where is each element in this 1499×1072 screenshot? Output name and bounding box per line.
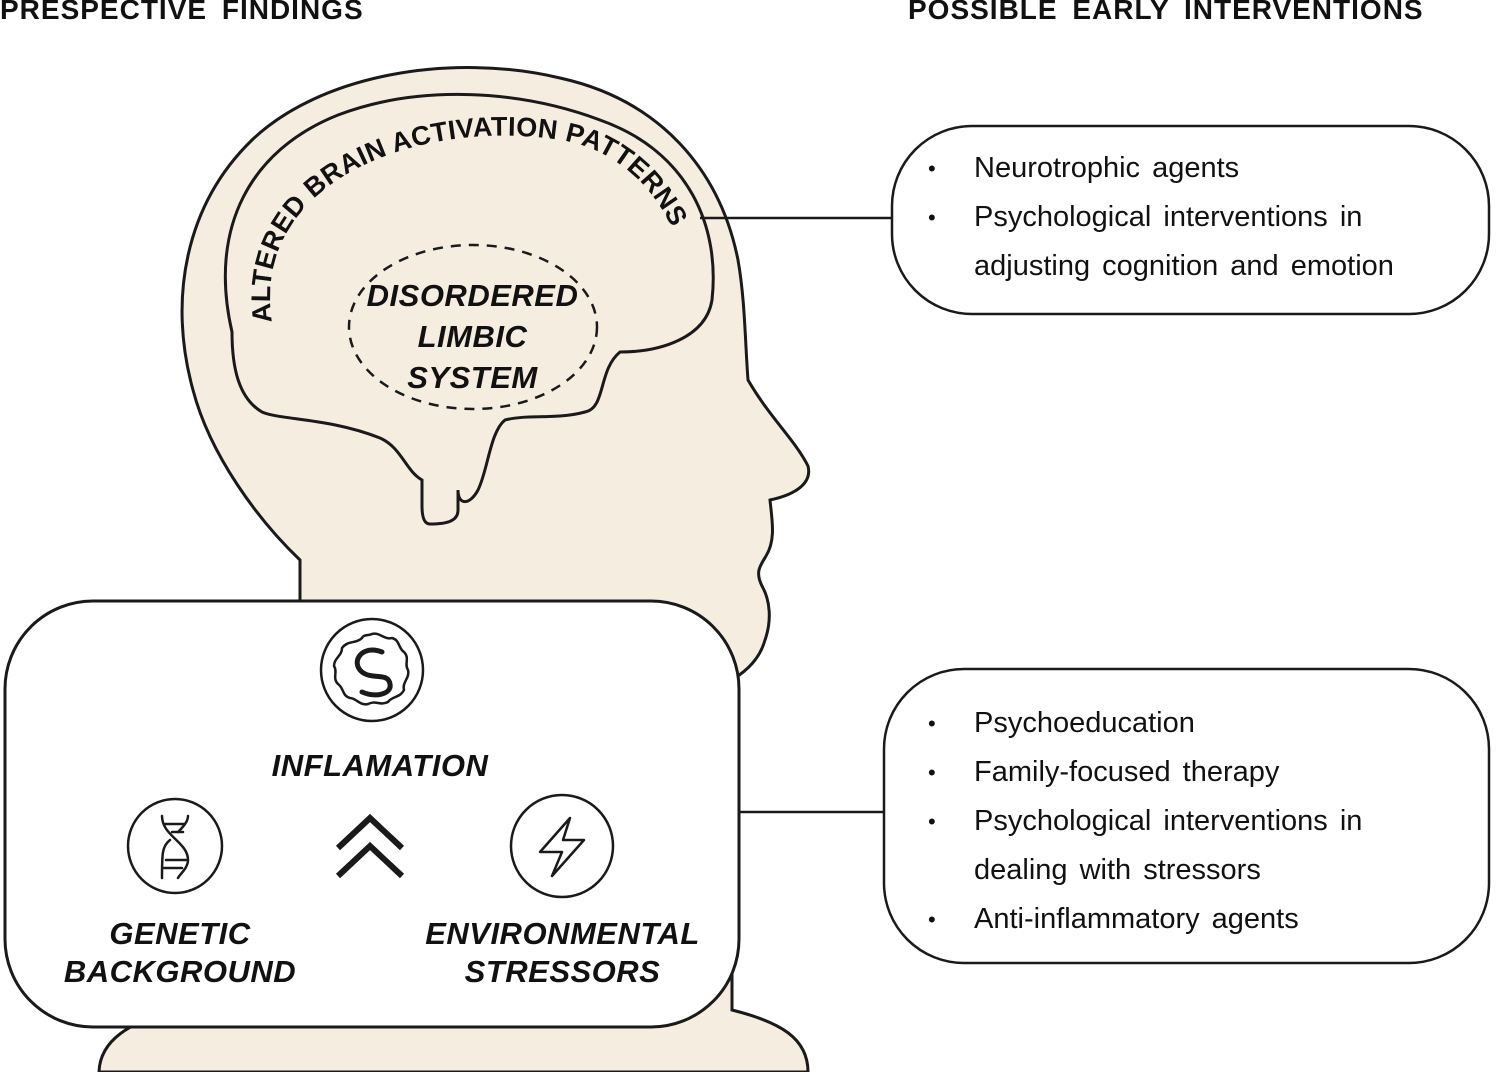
interventions-top-list: Neurotrophic agents Psychological interv…: [920, 144, 1480, 291]
list-item-line: Psychological interventions in: [974, 201, 1363, 233]
findings-box: [3, 599, 741, 1029]
double-chevron-up-icon: [335, 813, 405, 879]
limbic-label-line-3: SYSTEM: [407, 360, 538, 395]
environmental-label-line-2: STRESSORS: [464, 954, 661, 989]
list-item-line: Psychological interventions in: [974, 805, 1363, 837]
heading-early-interventions: POSSIBLE EARLY INTERVENTIONS: [908, 0, 1424, 25]
limbic-label-line-2: LIMBIC: [417, 319, 528, 354]
genetic-background-label: GENETIC BACKGROUND: [40, 915, 320, 991]
environmental-stressors-label: ENVIRONMENTAL STRESSORS: [410, 915, 715, 991]
genetic-label-line-2: BACKGROUND: [63, 954, 297, 989]
brain-outline: [223, 92, 715, 526]
inflammation-label: INFLAMATION: [271, 748, 489, 783]
list-item: Psychoeducation: [920, 699, 1460, 748]
interventions-bottom-list: Psychoeducation Family-focused therapy P…: [920, 699, 1460, 944]
list-item-line: adjusting cognition and emotion: [974, 250, 1394, 282]
list-item: Psychological interventions in adjusting…: [920, 193, 1480, 291]
lightning-icon: [509, 793, 615, 899]
list-item-line: Neurotrophic agents: [974, 152, 1240, 184]
genetic-label-line-1: GENETIC: [109, 916, 251, 951]
list-item: Neurotrophic agents: [920, 144, 1480, 193]
list-item: Psychological interventions in dealing w…: [920, 797, 1460, 895]
list-item-line: Anti-inflammatory agents: [974, 903, 1299, 935]
list-item-line: Family-focused therapy: [974, 756, 1280, 788]
limbic-system-label: DISORDERED LIMBIC SYSTEM: [340, 275, 605, 398]
dna-icon: [126, 797, 224, 895]
list-item: Anti-inflammatory agents: [920, 895, 1460, 944]
list-item-line: Psychoeducation: [974, 707, 1195, 739]
limbic-system-ellipse: [347, 243, 599, 411]
limbic-label-line-1: DISORDERED: [366, 278, 579, 313]
heading-perspective-findings: PRESPECTIVE FINDINGS: [0, 0, 364, 25]
list-item: Family-focused therapy: [920, 748, 1460, 797]
cell-icon: [319, 617, 425, 723]
environmental-label-line-1: ENVIRONMENTAL: [425, 916, 700, 951]
list-item-line: dealing with stressors: [974, 854, 1261, 886]
